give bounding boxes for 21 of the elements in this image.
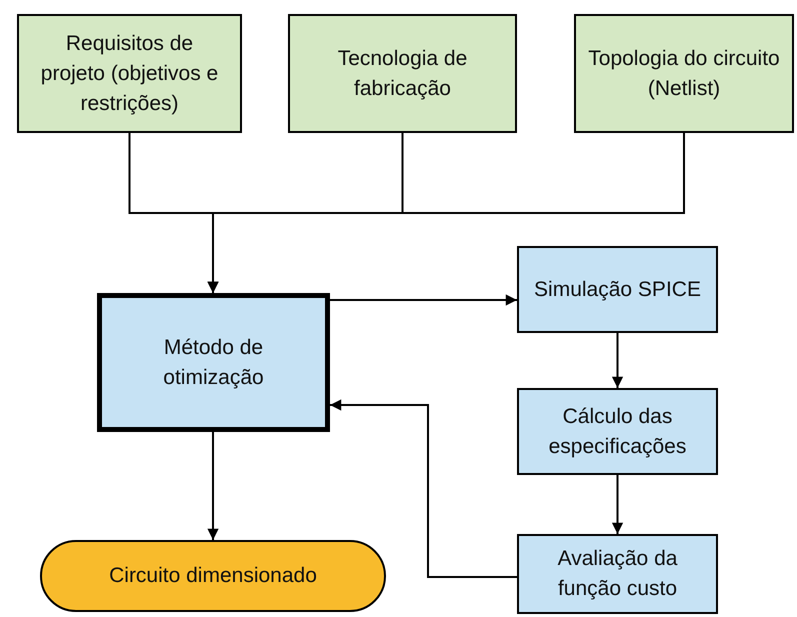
node-label: Simulação SPICE [534, 276, 701, 302]
process-box [517, 534, 718, 614]
arrow [207, 133, 685, 293]
arrow [612, 333, 624, 388]
input-box [574, 14, 794, 133]
process-box [97, 293, 330, 432]
arrow [330, 399, 517, 578]
node-label: Método de otimização [162, 334, 265, 390]
node-label: Cálculo das especificações [548, 404, 688, 460]
node-label: Circuito dimensionado [109, 563, 317, 589]
node-label: Requisitos de projeto (objetivos e restrições) [40, 30, 220, 116]
input-box [288, 14, 517, 133]
input-box [17, 14, 242, 133]
arrow [207, 432, 219, 540]
process-box [517, 388, 718, 475]
node-label: Avaliação da função custo [556, 546, 678, 602]
arrow [612, 475, 624, 534]
node-label: Topologia do circuito (Netlist) [588, 46, 780, 102]
arrow [330, 294, 517, 306]
node-label: Tecnologia de fabricação [336, 46, 468, 102]
process-box [517, 246, 718, 333]
